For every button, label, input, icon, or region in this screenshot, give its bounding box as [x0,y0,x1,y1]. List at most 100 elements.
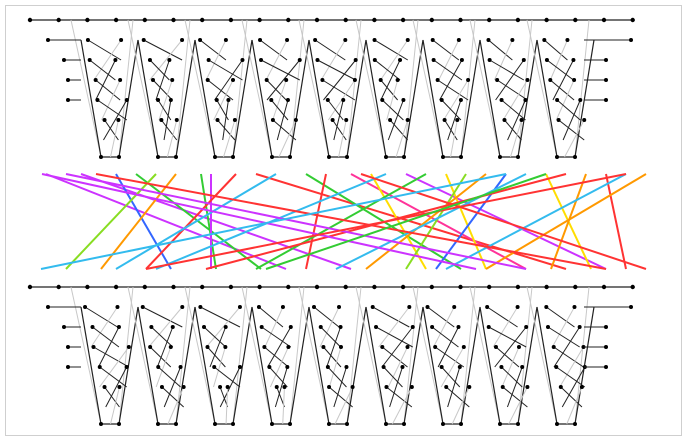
guide-edge [175,286,191,425]
node [141,38,146,42]
node [178,365,183,369]
inner-edge [555,366,586,388]
inner-edge [282,386,285,425]
node [95,98,100,102]
inner-edge [443,79,469,121]
rail-node [515,284,521,290]
guide-edge [289,286,305,425]
node [466,78,471,82]
inner-edge [431,326,459,348]
inner-edge [544,39,568,61]
node [370,305,375,309]
inner-edge [327,99,344,121]
node [400,365,405,369]
node [117,155,121,159]
node [459,422,463,426]
inner-edge [553,346,584,368]
inner-edge [155,59,170,101]
inner-edge [222,99,229,141]
node [604,345,608,349]
node [205,78,210,82]
node [159,385,164,389]
crossing-line [445,173,627,270]
rail-node [228,284,234,290]
inner-edge [558,119,585,141]
node [515,305,520,309]
node [439,365,444,369]
node [226,98,231,102]
guide-edge [70,286,102,425]
node [565,38,570,42]
node [485,305,490,309]
node [237,365,242,369]
node [500,385,505,389]
node [544,305,549,309]
guide-edge [403,19,419,158]
rail-node [601,17,607,23]
rail-node [200,17,205,23]
rail-node [200,284,205,290]
inner-edge [260,59,300,81]
rail-node [171,17,176,23]
node [311,305,316,309]
node [325,365,330,369]
node [327,155,331,159]
node [285,38,290,42]
node [320,78,325,82]
node [551,345,556,349]
inner-edge [447,366,461,408]
node [270,422,274,426]
rail-node [113,284,119,290]
guide-edge [127,19,159,158]
inner-edge [259,39,288,61]
crossing-line [365,173,487,270]
node [87,58,92,62]
node [573,155,577,159]
inner-edge [445,386,470,408]
node [288,325,293,329]
node [213,155,217,159]
guide-edge [412,19,444,158]
node [126,345,131,349]
w-shape [365,39,424,158]
inner-edge [387,346,408,388]
node [439,98,444,102]
crossing-line [360,173,647,270]
node [441,155,445,159]
inner-edge [507,99,526,141]
inner-edge [383,366,403,388]
inner-edge [149,346,172,368]
rail-node [544,284,549,290]
node [215,118,220,122]
node [147,58,152,62]
guide-edge [241,19,273,158]
node [338,345,343,349]
bottom-network [27,284,635,426]
rail-node [56,284,61,290]
node [327,422,331,426]
inner-edge [207,346,226,368]
inner-edge [163,99,172,141]
node [572,305,577,309]
rail-node [458,17,463,23]
node [262,345,267,349]
node [170,78,175,82]
w-shape [80,306,139,425]
w-shape [422,306,481,425]
inner-edge [319,306,340,348]
top-network [27,17,635,159]
node [521,58,526,62]
node [378,78,383,82]
inner-edge [90,306,118,348]
inner-edge [276,386,285,408]
node [259,58,264,62]
node [232,118,237,122]
inner-edge [506,366,523,408]
node [381,365,386,369]
node [167,58,172,62]
node [66,365,70,369]
node [629,38,633,42]
node [405,118,410,122]
node [66,345,70,349]
guide-edge [469,19,501,158]
